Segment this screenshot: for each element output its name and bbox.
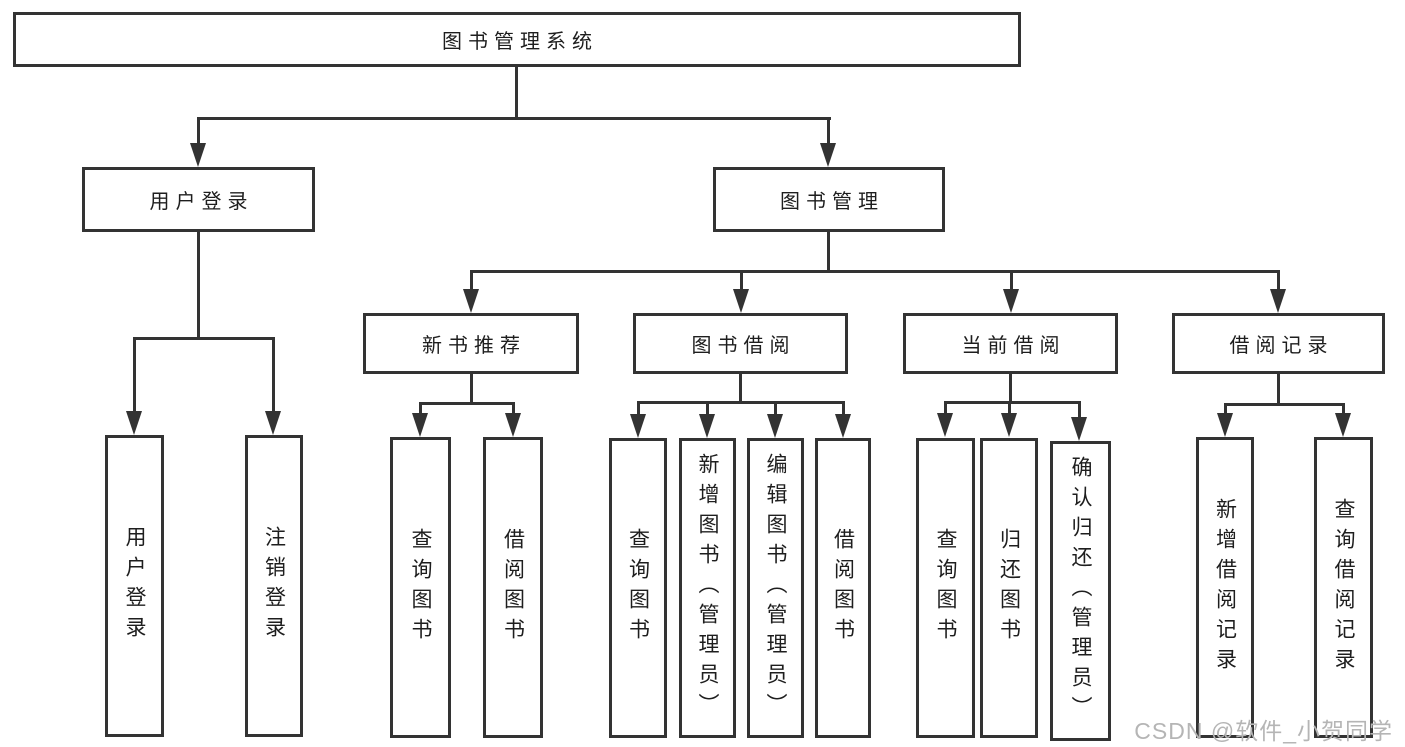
connector-line [272, 337, 275, 413]
arrow-down-icon [505, 413, 521, 437]
connector-line [827, 117, 830, 145]
leaf-add-borrow-record: 新增借阅记录 [1196, 437, 1254, 738]
connector-line [470, 270, 473, 291]
connector-line [470, 374, 473, 404]
connector-line [944, 401, 1081, 404]
csdn-watermark: CSDN @软件_小贺同学 [1134, 718, 1393, 744]
node-user-login: 用户登录 [82, 167, 315, 232]
connector-line [740, 270, 743, 291]
arrow-down-icon [412, 413, 428, 437]
connector-line [739, 374, 742, 403]
arrow-down-icon [1071, 417, 1087, 441]
node-library-system: 图书管理系统 [13, 12, 1021, 67]
leaf-query-books-2: 查询图书 [609, 438, 667, 738]
arrow-down-icon [733, 289, 749, 313]
leaf-add-book-admin: 新增图书（管理员） [679, 438, 736, 738]
node-label: 图书借阅 [691, 335, 796, 357]
connector-line [133, 337, 275, 340]
connector-line [637, 401, 845, 404]
arrow-down-icon [1270, 289, 1286, 313]
connector-line [133, 337, 136, 413]
leaf-query-borrow-record: 查询借阅记录 [1314, 437, 1373, 738]
node-label: 图书管理 [780, 191, 884, 213]
connector-line [197, 117, 831, 120]
node-label: 借阅图书 [501, 527, 525, 648]
node-book-management: 图书管理 [713, 167, 945, 232]
connector-line [842, 401, 845, 415]
connector-line [512, 402, 515, 414]
node-label: 用户登录 [123, 526, 146, 646]
node-label: 用户登录 [149, 191, 254, 213]
arrow-down-icon [767, 414, 783, 438]
leaf-user-login: 用户登录 [105, 435, 164, 737]
node-label: 归还图书 [997, 528, 1021, 648]
arrow-down-icon [1217, 413, 1233, 437]
arrow-down-icon [699, 414, 715, 438]
arrow-down-icon [1001, 413, 1017, 437]
node-label: 新增借阅记录 [1213, 497, 1237, 678]
node-current-borrow: 当前借阅 [903, 313, 1118, 374]
node-label: 新增图书（管理员） [696, 453, 719, 723]
connector-line [827, 232, 830, 272]
arrow-down-icon [265, 411, 281, 435]
arrow-down-icon [190, 143, 206, 167]
connector-line [1277, 270, 1280, 291]
arrow-down-icon [835, 414, 851, 438]
connector-line [774, 401, 777, 415]
node-label: 图书管理系统 [442, 31, 598, 53]
connector-line [1010, 270, 1013, 291]
connector-line [515, 67, 518, 117]
node-label: 注销登录 [262, 526, 286, 646]
node-label: 确认归还（管理员） [1069, 456, 1092, 726]
arrow-down-icon [820, 143, 836, 167]
connector-line [419, 402, 515, 405]
leaf-borrow-books-1: 借阅图书 [483, 437, 543, 738]
node-label: 查询图书 [626, 528, 650, 648]
leaf-return-book: 归还图书 [980, 438, 1038, 738]
leaf-edit-book-admin: 编辑图书（管理员） [747, 438, 804, 738]
connector-line [944, 401, 947, 414]
node-label: 查询图书 [409, 527, 432, 648]
connector-line [1224, 403, 1345, 406]
node-label: 借阅图书 [831, 528, 855, 648]
arrow-down-icon [630, 414, 646, 438]
leaf-borrow-books-2: 借阅图书 [815, 438, 871, 738]
node-new-book-recommend: 新书推荐 [363, 313, 579, 374]
node-label: 当前借阅 [961, 335, 1066, 357]
connector-line [706, 401, 709, 415]
arrow-down-icon [1335, 413, 1351, 437]
leaf-query-books-1: 查询图书 [390, 437, 451, 738]
node-label: 新书推荐 [422, 335, 526, 357]
connector-line [637, 401, 640, 415]
arrow-down-icon [937, 413, 953, 437]
connector-line [197, 117, 200, 145]
connector-line [1277, 374, 1280, 405]
connector-line [1078, 401, 1081, 418]
node-book-borrow: 图书借阅 [633, 313, 848, 374]
connector-line [470, 270, 1280, 273]
node-label: 查询图书 [934, 528, 957, 648]
leaf-logout-login: 注销登录 [245, 435, 303, 737]
node-borrow-records: 借阅记录 [1172, 313, 1385, 374]
connector-line [197, 232, 200, 337]
arrow-down-icon [1003, 289, 1019, 313]
connector-line [419, 402, 422, 414]
connector-line [1342, 403, 1345, 414]
arrow-down-icon [126, 411, 142, 435]
node-label: 查询借阅记录 [1332, 497, 1355, 678]
arrow-down-icon [463, 289, 479, 313]
leaf-confirm-return-admin: 确认归还（管理员） [1050, 441, 1111, 741]
node-label: 编辑图书（管理员） [764, 453, 787, 723]
connector-line [1008, 401, 1011, 414]
node-label: 借阅记录 [1229, 335, 1334, 357]
connector-line [1009, 374, 1012, 403]
leaf-query-books-3: 查询图书 [916, 438, 975, 738]
connector-line [1224, 403, 1227, 414]
